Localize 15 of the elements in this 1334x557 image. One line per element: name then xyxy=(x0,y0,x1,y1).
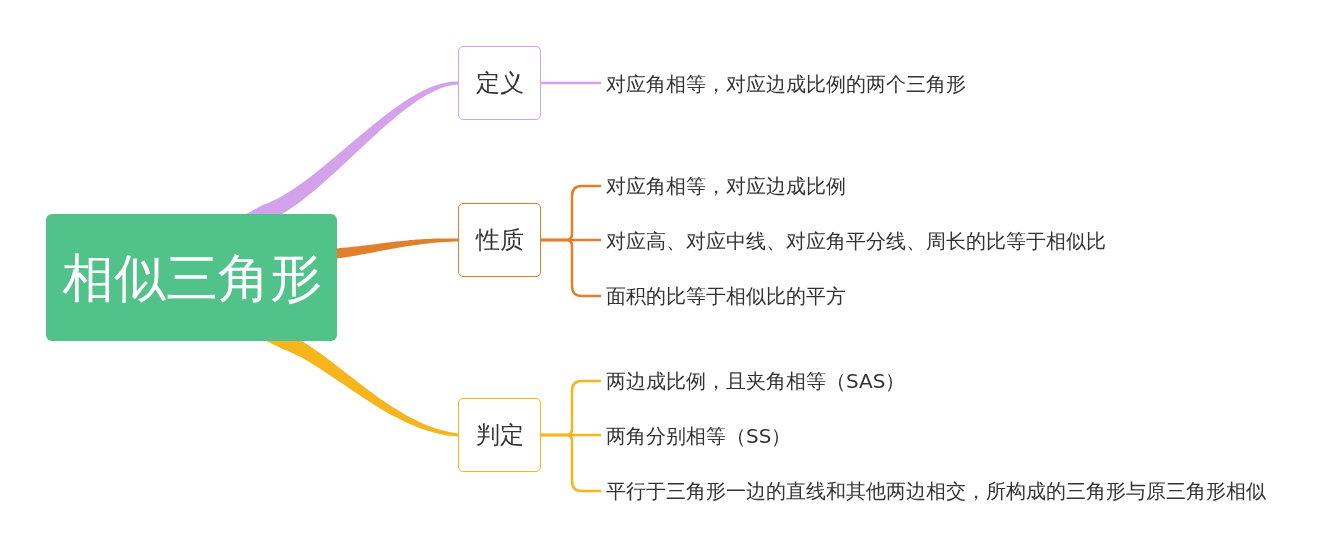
leaf-text: 两角分别相等（SS） xyxy=(606,423,792,449)
branch-topic-box: 性质 xyxy=(458,203,541,277)
leaf-text: 两边成比例，且夹角相等（SAS） xyxy=(606,368,906,394)
branch-topic-box: 判定 xyxy=(458,398,541,472)
connector-line xyxy=(541,81,601,85)
central-topic-box: 相似三角形 xyxy=(46,214,337,341)
leaf-text: 对应高、对应中线、对应角平分线、周长的比等于相似比 xyxy=(606,228,1106,254)
branch-topic-box: 定义 xyxy=(458,46,541,120)
leaf-text: 平行于三角形一边的直线和其他两边相交，所构成的三角形与原三角形相似 xyxy=(606,478,1266,504)
leaf-text: 面积的比等于相似比的平方 xyxy=(606,283,846,309)
connector-line xyxy=(541,433,601,493)
connector-line xyxy=(541,238,601,298)
leaf-text: 对应角相等，对应边成比例的两个三角形 xyxy=(606,71,966,97)
branch-connector xyxy=(337,238,458,259)
leaf-text: 对应角相等，对应边成比例 xyxy=(606,173,846,199)
